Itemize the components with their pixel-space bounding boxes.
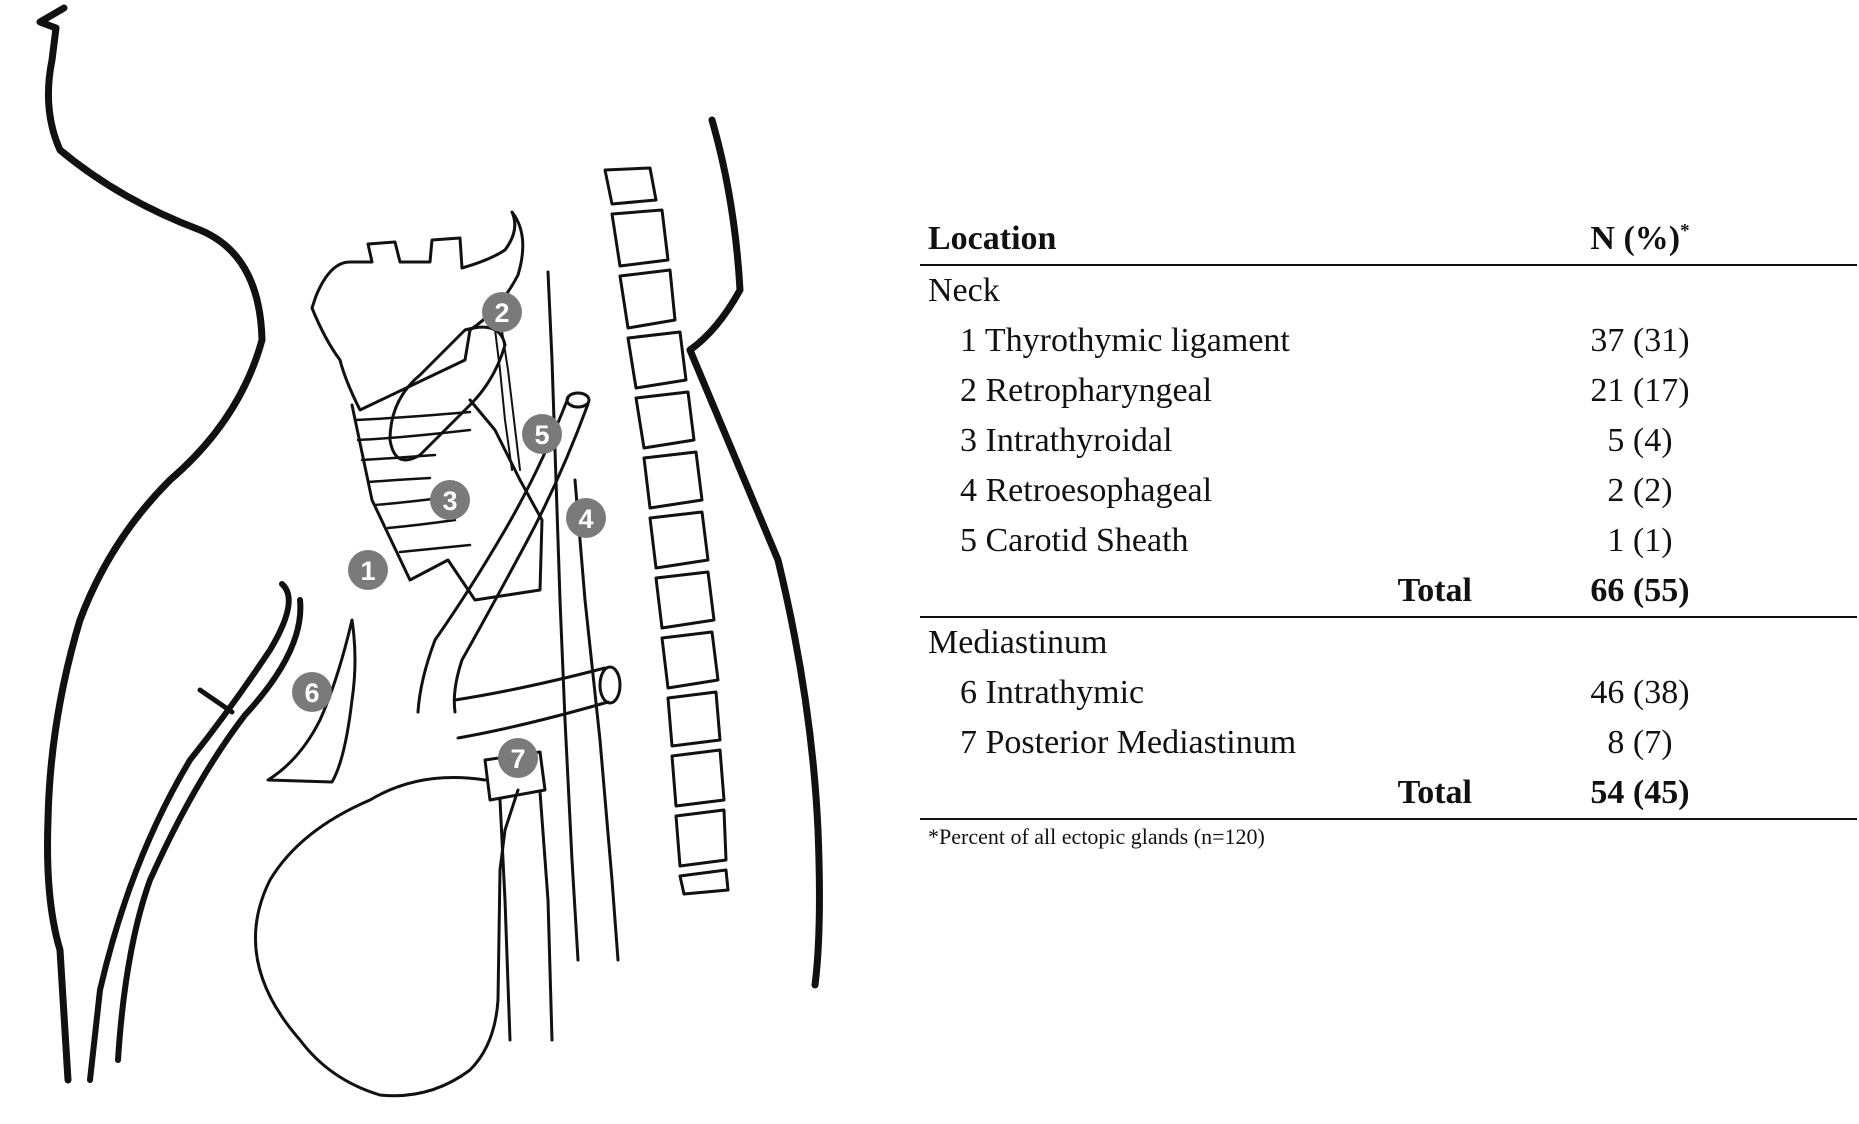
marker-7: 7 bbox=[498, 738, 538, 778]
thyroid-lobe bbox=[388, 325, 507, 462]
neck-anatomy-diagram: 1 2 3 4 5 6 7 bbox=[36, 4, 823, 1098]
marker-2-label: 2 bbox=[494, 298, 509, 328]
group-heading-neck: Neck bbox=[920, 266, 1857, 316]
row-label: 7 Posterior Mediastinum bbox=[960, 724, 1297, 761]
row-value: 46 (38) bbox=[1590, 674, 1690, 711]
row-value: 1 (1) bbox=[1607, 522, 1673, 559]
row-label: 4 Retroesophageal bbox=[960, 472, 1213, 509]
posterior-neck-outline bbox=[686, 116, 823, 989]
marker-3-label: 3 bbox=[442, 486, 457, 516]
aortic-branch bbox=[453, 666, 607, 702]
total-row-neck: Total 66 (55) bbox=[920, 566, 1857, 616]
carotid-artery-end bbox=[565, 391, 591, 409]
total-label: Total bbox=[1397, 572, 1472, 609]
arm-outline-inner bbox=[115, 597, 304, 1063]
group-heading-mediastinum: Mediastinum bbox=[920, 618, 1857, 668]
trachea bbox=[350, 398, 544, 602]
marker-3: 3 bbox=[430, 480, 470, 520]
carotid-artery bbox=[416, 396, 570, 714]
row-label: 5 Carotid Sheath bbox=[960, 522, 1189, 559]
marker-5-label: 5 bbox=[534, 420, 549, 450]
table-row: 2 Retropharyngeal 21 (17) bbox=[920, 366, 1857, 416]
group-name: Neck bbox=[928, 272, 1000, 309]
total-value: 66 (55) bbox=[1590, 572, 1690, 609]
marker-2: 2 bbox=[482, 292, 522, 332]
table-row: 3 Intrathyroidal 5 (4) bbox=[920, 416, 1857, 466]
neck-profile-outline bbox=[36, 4, 266, 1084]
group-divider bbox=[920, 616, 1857, 618]
row-label: 1 Thyrothymic ligament bbox=[960, 322, 1290, 359]
arm-outline bbox=[87, 581, 292, 1083]
table-bottom-rule bbox=[920, 818, 1857, 820]
marker-4: 4 bbox=[566, 498, 606, 538]
pharynx-strand-2 bbox=[497, 304, 521, 471]
row-label: 6 Intrathymic bbox=[960, 674, 1145, 711]
marker-5: 5 bbox=[522, 414, 562, 454]
header-n-percent-text: N (%) bbox=[1590, 220, 1681, 257]
row-value: 2 (2) bbox=[1607, 472, 1673, 509]
table-header: Location N (%)* bbox=[920, 214, 1857, 264]
total-row-mediastinum: Total 54 (45) bbox=[920, 768, 1857, 818]
group-name: Mediastinum bbox=[928, 624, 1108, 661]
thymus bbox=[266, 618, 357, 784]
arm-band bbox=[197, 687, 235, 715]
aortic-branch-end bbox=[598, 665, 622, 705]
table-footnote: *Percent of all ectopic glands (n=120) bbox=[928, 824, 1265, 849]
row-value: 5 (4) bbox=[1607, 422, 1673, 459]
header-rule bbox=[920, 264, 1857, 266]
total-value: 54 (45) bbox=[1590, 774, 1690, 811]
header-location: Location bbox=[928, 220, 1057, 257]
esophagus-line-b bbox=[573, 478, 620, 962]
marker-7-label: 7 bbox=[510, 744, 525, 774]
table-row: 6 Intrathymic 46 (38) bbox=[920, 668, 1857, 718]
ectopic-location-table: Location N (%)* Neck 1 Thyrothymic ligam… bbox=[920, 214, 1857, 854]
heart bbox=[253, 776, 520, 1098]
marker-4-label: 4 bbox=[578, 504, 593, 534]
vertebral-column bbox=[603, 166, 730, 896]
row-value: 8 (7) bbox=[1607, 724, 1673, 761]
table-row: 7 Posterior Mediastinum 8 (7) bbox=[920, 718, 1857, 768]
row-value: 37 (31) bbox=[1590, 322, 1690, 359]
marker-6-label: 6 bbox=[304, 678, 319, 708]
header-asterisk: * bbox=[1680, 220, 1690, 242]
marker-6: 6 bbox=[292, 672, 332, 712]
pharynx-strand bbox=[491, 304, 513, 471]
row-label: 2 Retropharyngeal bbox=[960, 372, 1213, 409]
header-n-percent: N (%)* bbox=[1510, 214, 1770, 264]
marker-1: 1 bbox=[348, 550, 388, 590]
marker-1-label: 1 bbox=[360, 556, 375, 586]
esophagus-line-a bbox=[546, 270, 580, 962]
total-label: Total bbox=[1397, 774, 1472, 811]
table-row: 5 Carotid Sheath 1 (1) bbox=[920, 516, 1857, 566]
table-row: 4 Retroesophageal 2 (2) bbox=[920, 466, 1857, 516]
row-label: 3 Intrathyroidal bbox=[960, 422, 1173, 459]
row-value: 21 (17) bbox=[1590, 372, 1690, 409]
table-row: 1 Thyrothymic ligament 37 (31) bbox=[920, 316, 1857, 366]
